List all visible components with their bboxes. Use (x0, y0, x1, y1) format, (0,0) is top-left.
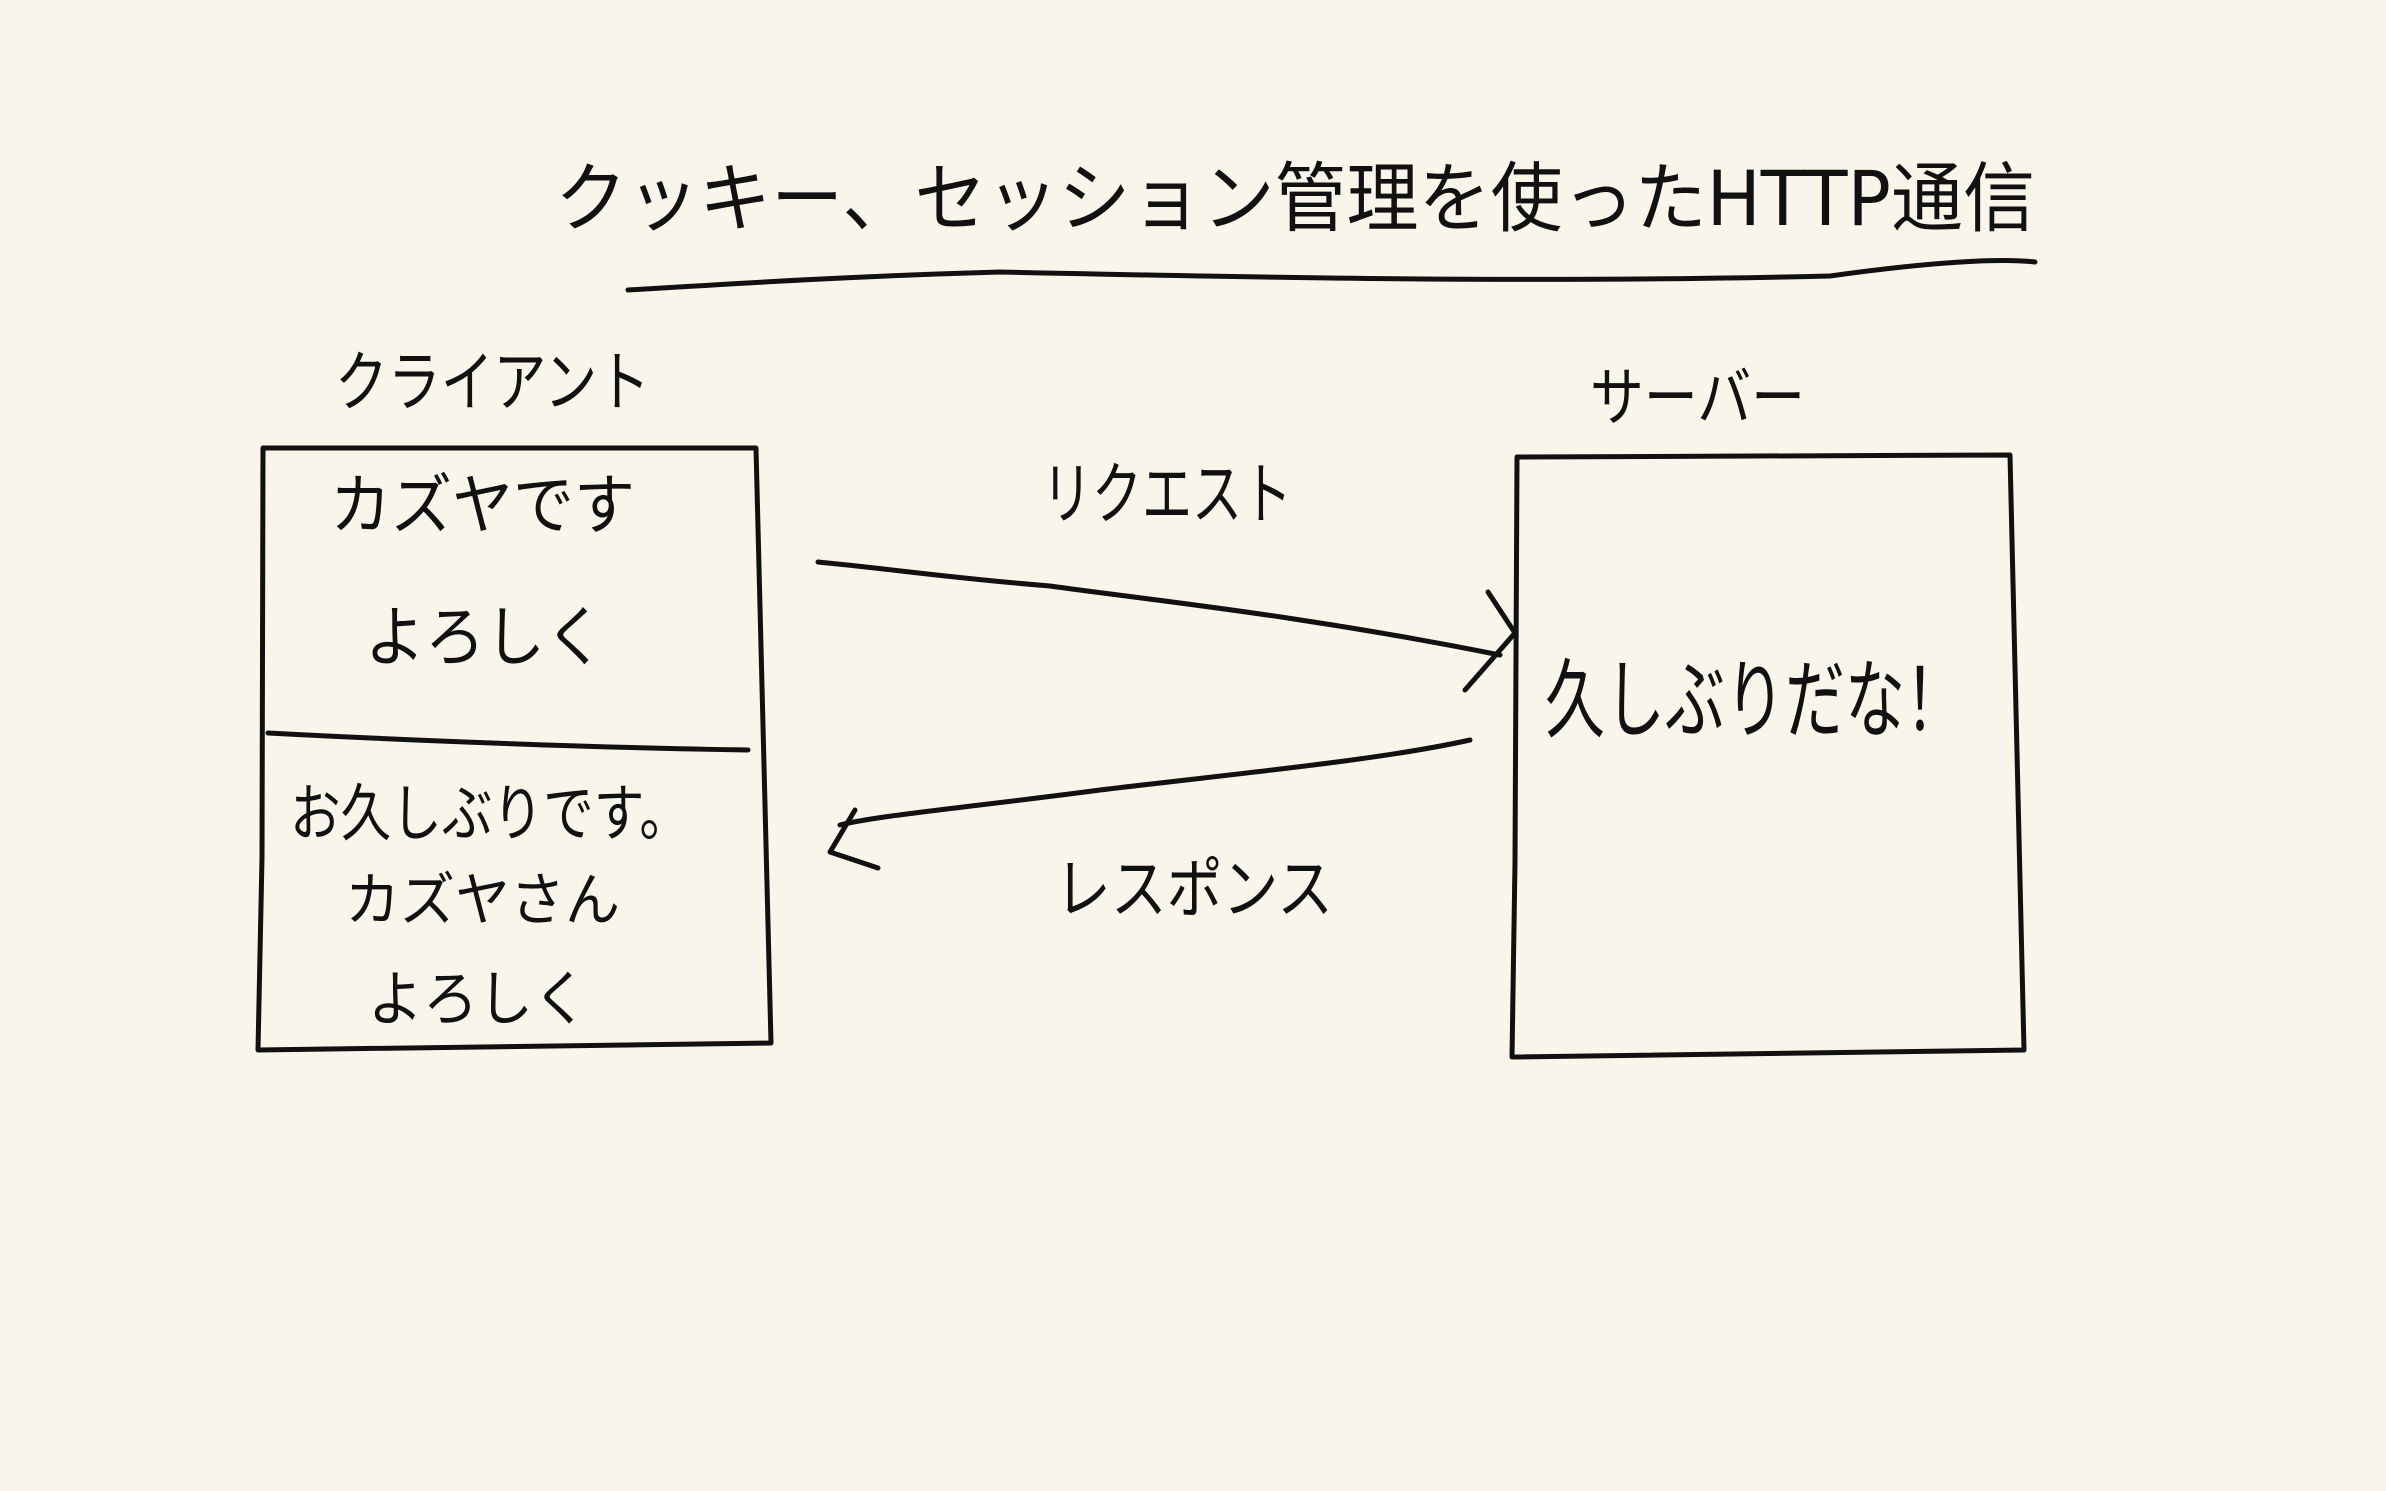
response-arrow-line (837, 737, 1473, 828)
server-message: 久しぶりだな！ (1545, 651, 1965, 751)
client-message-bottom-line3: よろしく (368, 965, 588, 1035)
client-box (255, 445, 774, 1053)
client-divider (265, 730, 751, 753)
response-label: レスポンス (1055, 851, 1333, 928)
server-box (1509, 452, 2027, 1060)
server-label: サーバー (1590, 362, 1805, 436)
request-arrow-head (1462, 589, 1518, 693)
client-label: クライアント (335, 344, 650, 421)
request-arrow-line (815, 559, 1503, 658)
title-underline (625, 258, 2038, 293)
request-label: リクエスト (1042, 456, 1292, 535)
client-message-bottom-line2: カズヤさん (345, 866, 620, 934)
response-arrow-head (827, 807, 881, 871)
diagram-title: クッキー、セッション管理を使ったHTTP通信 (555, 154, 2035, 243)
client-message-bottom-line1: お久しぶりです。 (290, 777, 690, 850)
client-message-top-line1: カズヤです (330, 467, 635, 544)
client-message-top-line2: よろしく (365, 599, 605, 676)
